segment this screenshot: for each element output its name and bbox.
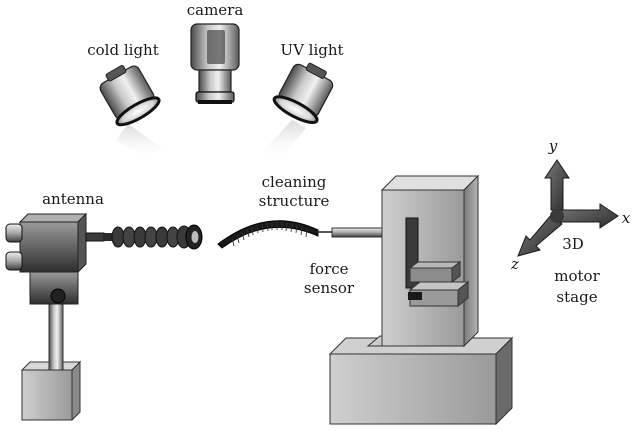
z-axis-label: z xyxy=(510,255,519,273)
cleaning-structure-label-line2: structure xyxy=(259,192,330,210)
camera-label: camera xyxy=(187,1,244,19)
cleaning-structure-comb xyxy=(217,220,332,249)
y-axis-label: y xyxy=(548,137,558,155)
force-sensor-label-line1: force xyxy=(309,260,348,278)
antenna xyxy=(104,224,203,250)
x-axis-label: x xyxy=(622,209,631,227)
antenna-label: antenna xyxy=(42,190,104,208)
motor-stage-label-motor: motor xyxy=(554,267,600,285)
uv-light-label: UV light xyxy=(280,41,343,59)
motor-stage xyxy=(328,174,514,426)
cold-light-label: cold light xyxy=(87,41,158,59)
cold-light-icon xyxy=(99,64,162,160)
motor-stage-label-3d: 3D xyxy=(562,235,584,253)
camera-icon xyxy=(190,23,240,104)
antenna-holder xyxy=(5,212,105,421)
cleaning-structure-label-line1: cleaning xyxy=(262,173,327,191)
axes-arrows xyxy=(517,159,619,257)
uv-light-icon xyxy=(262,62,334,160)
force-sensor-label-line2: sensor xyxy=(304,279,355,297)
motor-stage-label-stage: stage xyxy=(556,288,597,306)
